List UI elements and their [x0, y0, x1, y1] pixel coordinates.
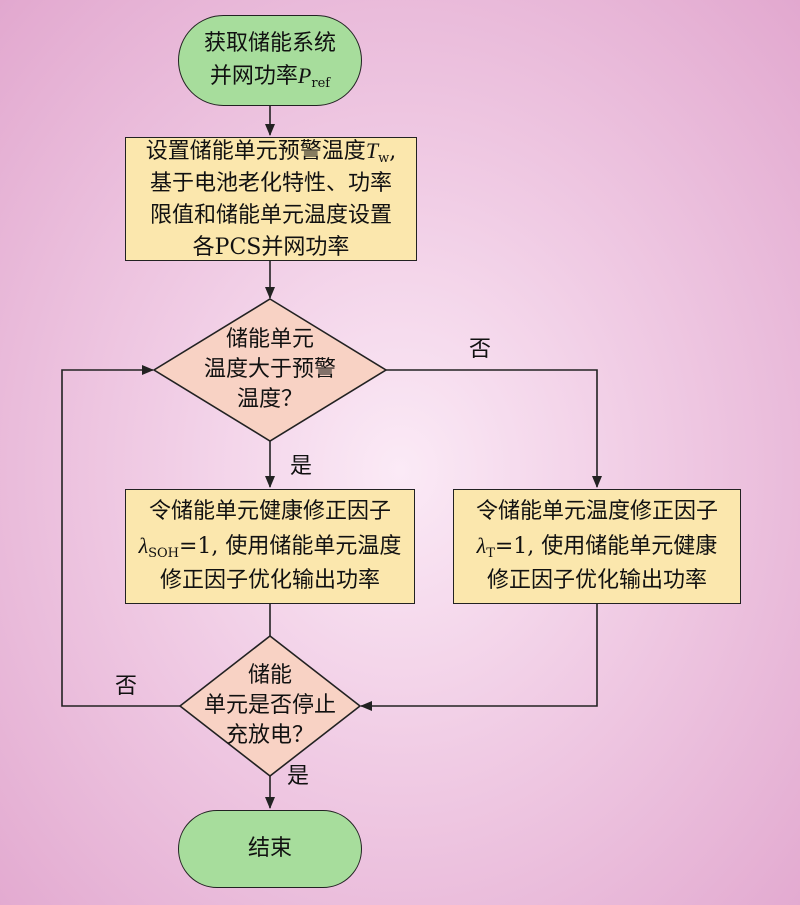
edge-label-stop-no: 否	[115, 674, 138, 699]
temp-factor-line-3: 修正因子优化输出功率	[486, 568, 707, 593]
temp-factor-process: 令储能单元温度修正因子 λT=1, 使用储能单元健康 修正因子优化输出功率	[453, 489, 741, 604]
edge-label-temp-no: 否	[469, 337, 492, 362]
set-power-line-2: 基于电池老化特性、功率	[149, 170, 392, 196]
temp-factor-line-1: 令储能单元温度修正因子	[475, 499, 718, 524]
decision-stop-check-shape	[178, 634, 362, 778]
set-power-line-3: 限值和储能单元温度设置	[149, 202, 392, 228]
soh-factor-line-2: λSOH=1, 使用储能单元温度	[138, 533, 402, 561]
edge-label-stop-yes: 是	[287, 764, 310, 789]
edge-label-temp-yes: 是	[290, 454, 313, 479]
temp-factor-line-2: λT=1, 使用储能单元健康	[476, 533, 718, 561]
arrow-stop-no-loop	[61, 365, 180, 707]
end-terminal: 结束	[178, 810, 362, 888]
soh-factor-process: 令储能单元健康修正因子 λSOH=1, 使用储能单元温度 修正因子优化输出功率	[125, 489, 415, 604]
set-power-line-4: 各PCS并网功率	[192, 234, 350, 260]
arrow-temp-factor-to-stop-check	[360, 604, 598, 711]
start-terminal: 获取储能系统 并网功率Pref	[178, 15, 362, 106]
soh-factor-line-3: 修正因子优化输出功率	[159, 568, 380, 593]
set-power-process: 设置储能单元预警温度Tw, 基于电池老化特性、功率 限值和储能单元温度设置 各P…	[125, 137, 417, 261]
end-label: 结束	[247, 836, 292, 861]
set-power-line-1: 设置储能单元预警温度Tw,	[145, 137, 397, 166]
start-line-1: 获取储能系统	[203, 31, 336, 56]
start-line-2: 并网功率Pref	[209, 63, 331, 91]
decision-temp-check-shape	[152, 298, 388, 442]
soh-factor-line-1: 令储能单元健康修正因子	[148, 499, 391, 524]
arrow-temp-no	[386, 369, 602, 488]
